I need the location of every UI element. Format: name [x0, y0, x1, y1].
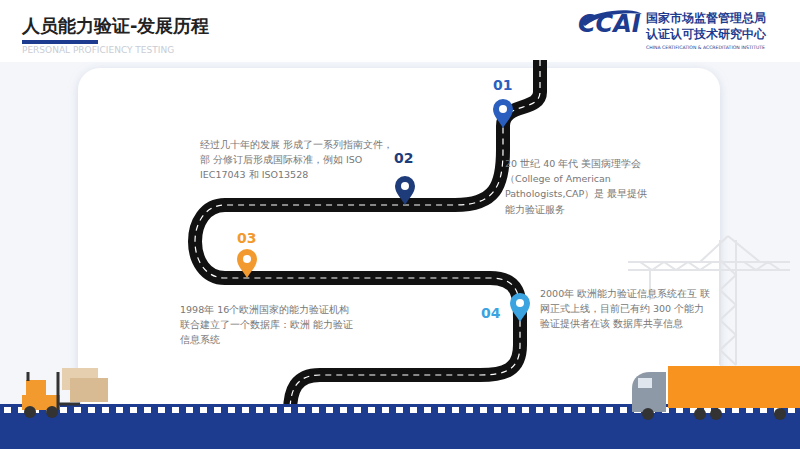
film-hole — [578, 407, 585, 413]
milestone-text: 经过几十年的发展 形成了一系列指南文件，部 分修订后形成国际标准，例如 ISO … — [200, 137, 396, 183]
milestone-text: 1998年 16个欧洲国家的能力验证机构 联合建立了一个数据库：欧洲 能力验证信… — [180, 302, 360, 348]
pin-dot — [243, 255, 251, 263]
cargo-box — [70, 378, 108, 402]
forklift-body — [22, 380, 60, 410]
road — [195, 60, 540, 412]
film-hole — [564, 407, 571, 413]
logo-text: 国家市场监督管理总局 — [646, 12, 766, 26]
pin-dot — [516, 299, 524, 307]
road-centre-line — [195, 60, 540, 412]
film-hole — [214, 407, 221, 413]
pin-shape — [395, 176, 415, 205]
content-panel — [78, 68, 720, 413]
pin-shape — [237, 249, 257, 278]
film-hole — [74, 407, 81, 413]
film-hole — [284, 407, 291, 413]
header-ground — [0, 0, 800, 62]
logo-mark: CCAI — [578, 10, 641, 39]
subtitle: PERSONAL PROFICIENCY TESTING — [22, 46, 182, 56]
film-hole — [130, 407, 137, 413]
film-hole — [88, 407, 95, 413]
callout-number: 01 — [493, 77, 512, 94]
film-hole — [550, 407, 557, 413]
crane-jib — [628, 262, 790, 270]
film-hole — [480, 407, 487, 413]
callout-number: 04 — [481, 305, 500, 322]
wheel — [710, 408, 722, 420]
wheel — [642, 408, 654, 420]
callout-number: 03 — [237, 230, 256, 247]
truck-cab — [632, 372, 666, 412]
film-hole — [592, 407, 599, 413]
pin-dot — [499, 105, 507, 113]
pin-marker — [237, 249, 257, 278]
film-hole — [298, 407, 305, 413]
wheel — [774, 408, 786, 420]
logo-text: 认证认可技术研究中心 — [646, 28, 766, 42]
truck-window — [638, 378, 652, 388]
film-hole — [438, 407, 445, 413]
pin-marker — [395, 176, 415, 205]
film-hole — [494, 407, 501, 413]
logo-text: CHINA CERTIFICATION & ACCREDITATION INST… — [646, 45, 765, 51]
pin-shape — [510, 293, 530, 322]
film-hole — [368, 407, 375, 413]
film-hole — [606, 407, 613, 413]
film-hole — [102, 407, 109, 413]
film-hole — [242, 407, 249, 413]
forklift — [22, 368, 108, 418]
truck-container — [668, 366, 800, 408]
truck — [632, 366, 800, 420]
film-hole — [620, 407, 627, 413]
film-hole — [508, 407, 515, 413]
milestone-text: 2000年 欧洲能力验证信息系统在互 联网正式上线，目前已有约 300 个能力验… — [540, 286, 712, 332]
crane — [628, 236, 790, 365]
wheel — [24, 406, 36, 418]
film-hole — [186, 407, 193, 413]
bottom-band — [0, 404, 800, 449]
film-hole — [382, 407, 389, 413]
film-hole — [144, 407, 151, 413]
title-underline — [22, 40, 98, 44]
milestone-text: 20 世纪 40 年代 美国病理学会（College of American P… — [505, 156, 655, 217]
film-hole — [354, 407, 361, 413]
callout-number: 02 — [394, 150, 413, 167]
road-surface — [195, 60, 540, 412]
film-hole — [270, 407, 277, 413]
film-hole — [396, 407, 403, 413]
film-hole — [200, 407, 207, 413]
page-title: 人员能力验证-发展历程 — [22, 14, 209, 38]
film-hole — [256, 407, 263, 413]
film-hole — [60, 407, 67, 413]
film-hole — [116, 407, 123, 413]
film-hole — [410, 407, 417, 413]
film-hole — [452, 407, 459, 413]
pin-marker — [510, 293, 530, 322]
film-hole — [536, 407, 543, 413]
film-hole — [522, 407, 529, 413]
forklift-mast — [28, 372, 80, 410]
film-hole — [312, 407, 319, 413]
film-hole — [326, 407, 333, 413]
pin-dot — [401, 182, 409, 190]
wheel — [694, 408, 706, 420]
film-hole — [424, 407, 431, 413]
pins — [237, 99, 530, 322]
film-hole — [340, 407, 347, 413]
film-hole — [228, 407, 235, 413]
film-hole — [4, 407, 11, 413]
film-hole — [466, 407, 473, 413]
wheel — [46, 406, 58, 418]
crane-tower — [720, 240, 736, 365]
film-hole — [172, 407, 179, 413]
film-hole — [158, 407, 165, 413]
pin-marker — [493, 99, 513, 128]
pin-shape — [493, 99, 513, 128]
